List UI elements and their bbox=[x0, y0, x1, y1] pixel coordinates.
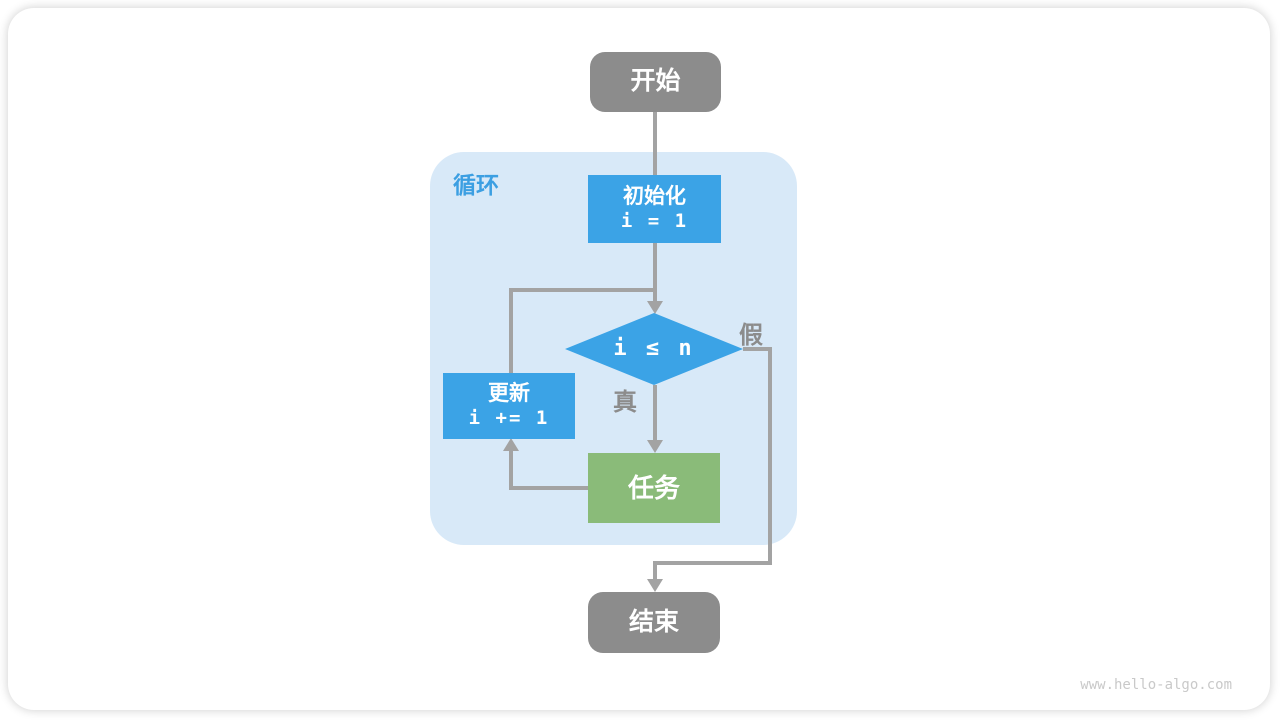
edge-label-false: 假 bbox=[739, 322, 763, 349]
watermark: www.hello-algo.com bbox=[1080, 677, 1232, 693]
node-init-code: i = 1 bbox=[620, 210, 689, 233]
node-init: 初始化 i = 1 bbox=[588, 175, 721, 243]
arrowhead-into-task bbox=[647, 440, 663, 453]
node-condition-code: i ≤ n bbox=[613, 336, 695, 362]
node-task-label: 任务 bbox=[627, 472, 680, 503]
node-update-label: 更新 bbox=[488, 382, 530, 405]
node-update-code: i += 1 bbox=[468, 407, 550, 430]
node-end: 结束 bbox=[588, 592, 720, 653]
node-end-label: 结束 bbox=[628, 607, 679, 636]
arrowhead-into-end bbox=[647, 579, 663, 592]
node-start: 开始 bbox=[590, 52, 721, 112]
node-update: 更新 i += 1 bbox=[443, 373, 575, 439]
node-task: 任务 bbox=[588, 453, 720, 523]
edge-label-true: 真 bbox=[613, 389, 637, 416]
arrowhead-into-condition bbox=[647, 301, 663, 314]
loop-label: 循环 bbox=[453, 172, 499, 198]
edge-task-to-update bbox=[509, 450, 588, 490]
arrowhead-into-update bbox=[503, 438, 519, 451]
node-init-label: 初始化 bbox=[623, 185, 686, 208]
edge-condition-false-to-end bbox=[653, 347, 772, 580]
node-start-label: 开始 bbox=[630, 67, 681, 96]
edge-update-to-mainline bbox=[509, 288, 655, 373]
